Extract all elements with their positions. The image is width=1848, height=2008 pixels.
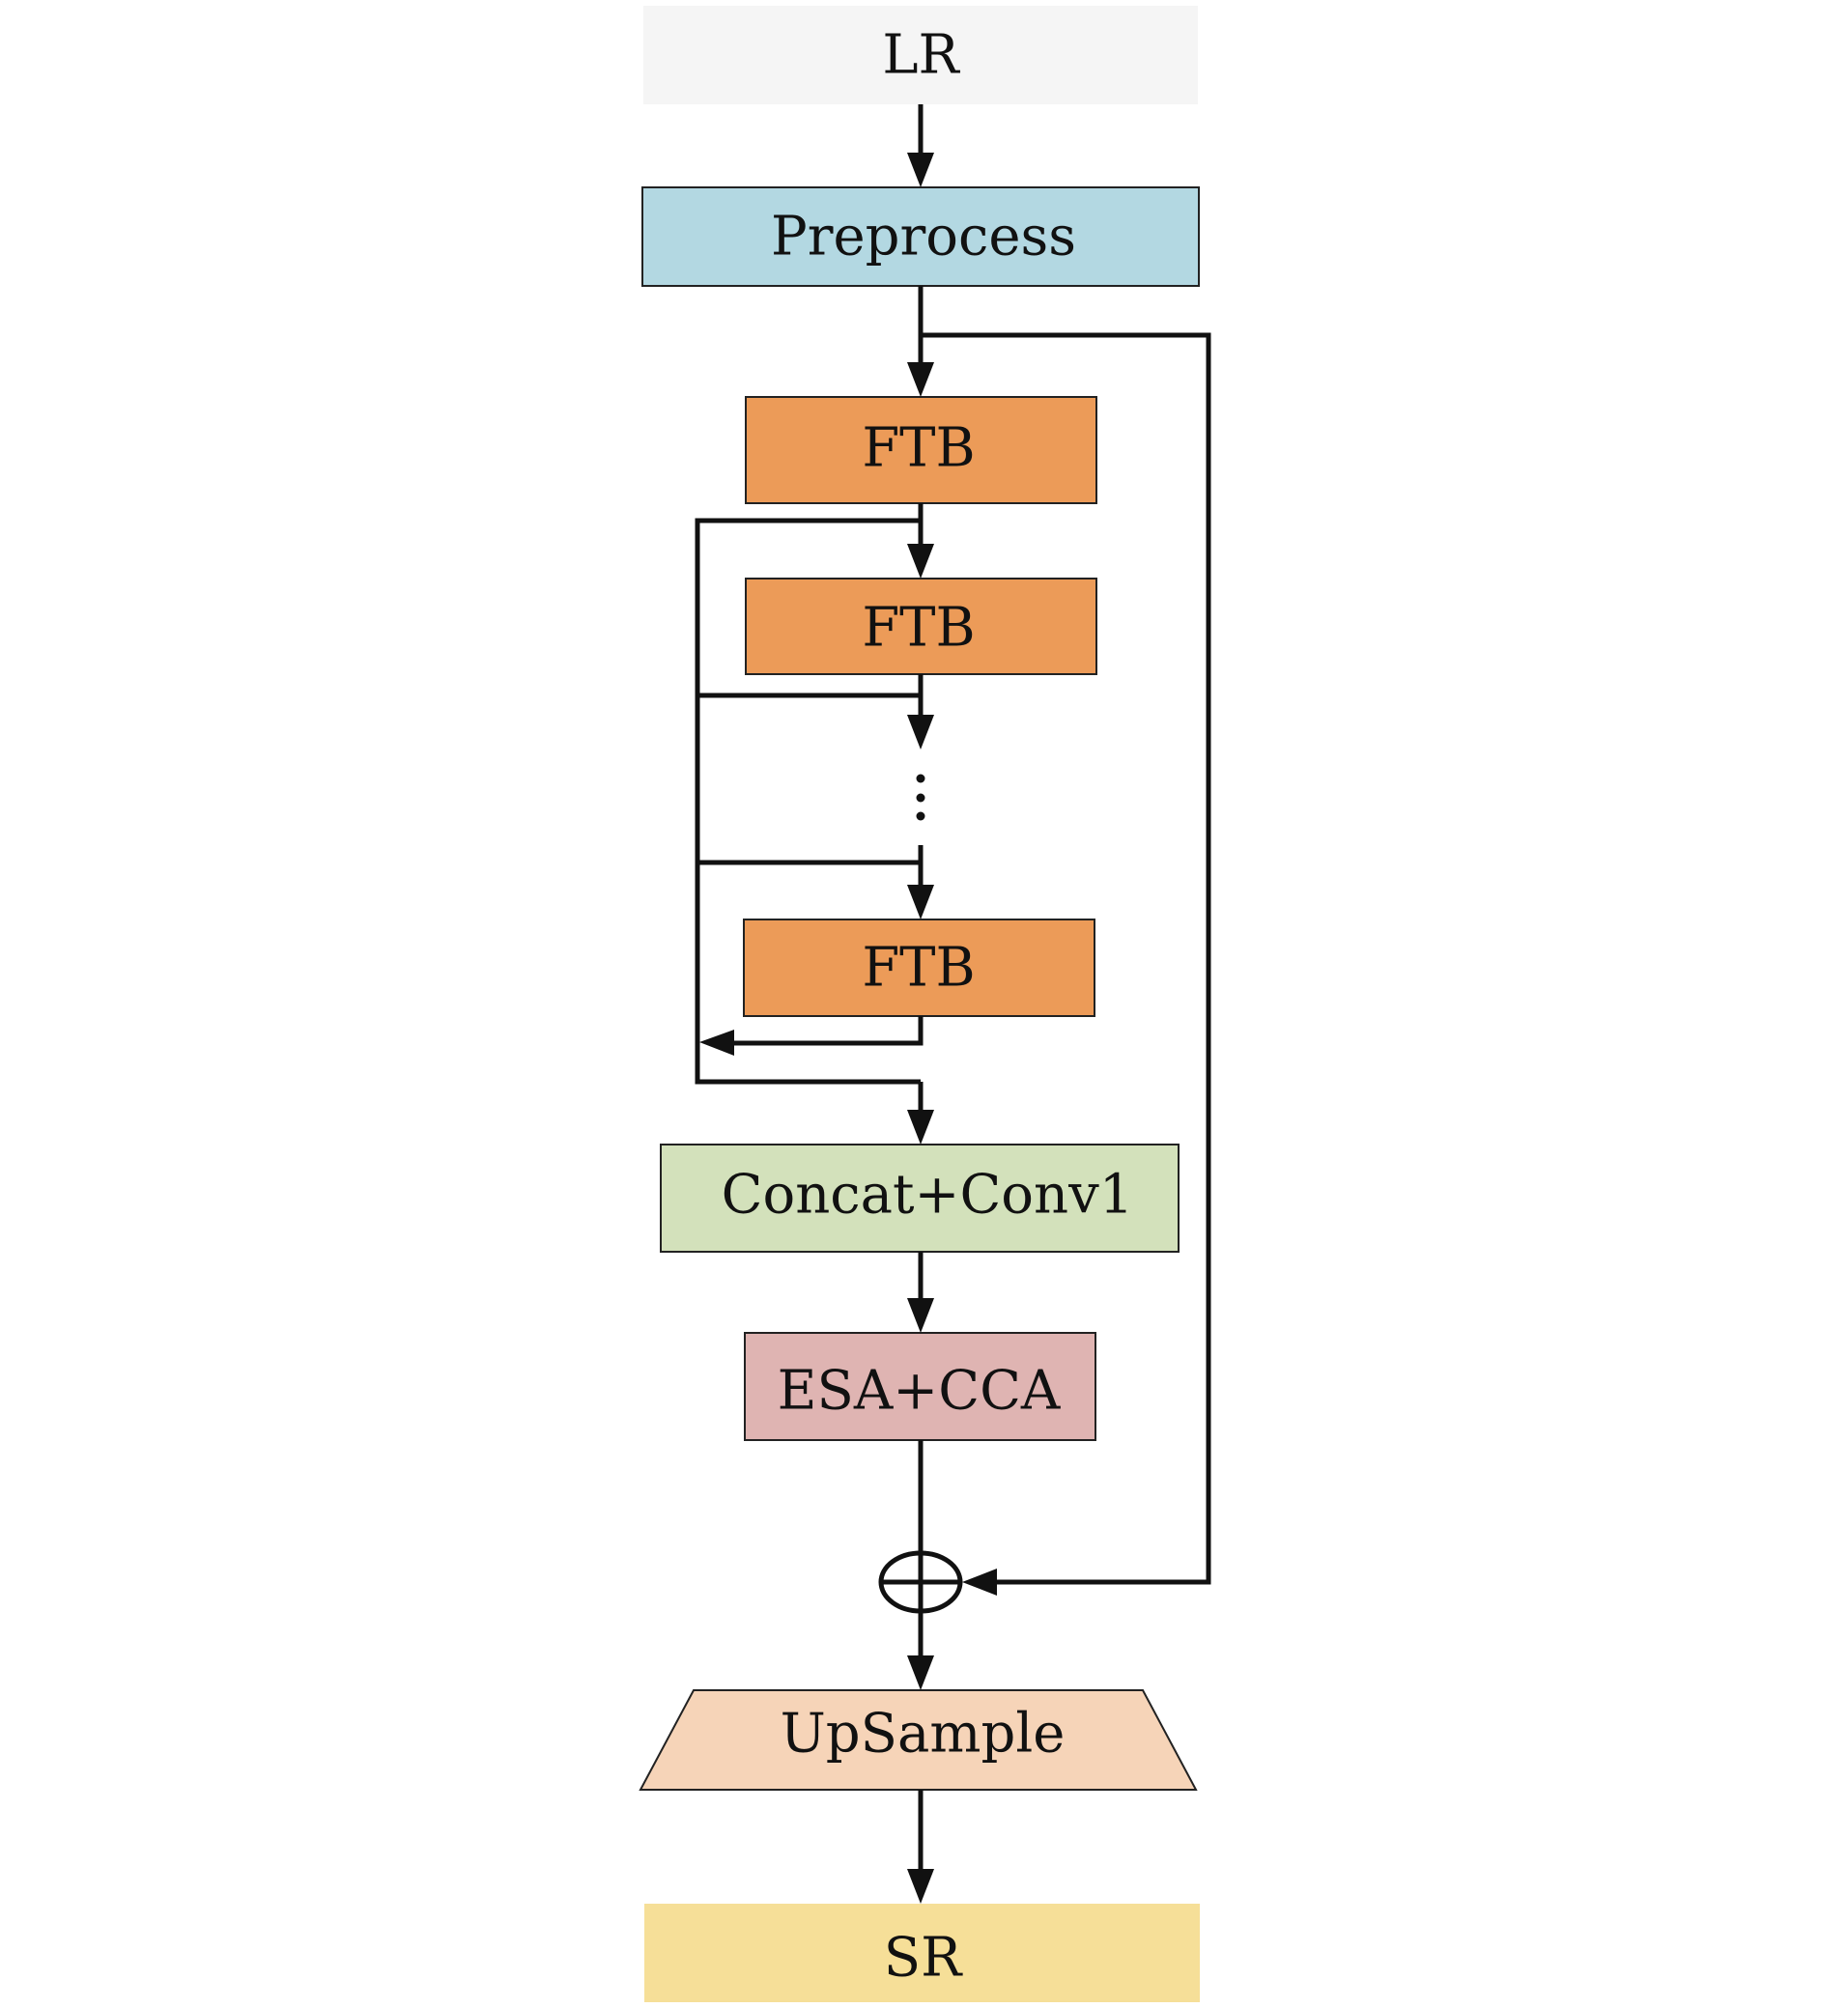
add-operator: [878, 1550, 963, 1614]
node-ftb-n: FTB: [743, 919, 1095, 1017]
sr-box: [644, 1904, 1200, 2002]
arrowhead-concat: [907, 1110, 934, 1145]
preprocess-label: Preprocess: [771, 206, 1076, 269]
arrowhead-ftb2: [907, 544, 934, 579]
arrowhead-upsample: [907, 1655, 934, 1690]
edge-global-skip: [921, 332, 1211, 1585]
concat-conv-label: Concat+Conv1: [722, 1164, 1134, 1227]
arrowhead-ftb1: [907, 362, 934, 397]
ftb-2-box: [745, 578, 1097, 675]
arrowhead-bus: [699, 1030, 734, 1056]
ftb-1-label: FTB: [862, 417, 975, 480]
node-sr: SR: [644, 1904, 1200, 2002]
arrowhead-ftbn: [907, 885, 934, 919]
arrowhead-add-skip: [962, 1569, 997, 1596]
node-ftb-2: FTB: [745, 578, 1097, 675]
arrowhead-esa: [907, 1298, 934, 1333]
node-ftb-1: FTB: [745, 396, 1097, 504]
esa-cca-label: ESA+CCA: [778, 1360, 1061, 1423]
arrowhead-preprocess: [907, 153, 934, 187]
ftb-n-label: FTB: [862, 937, 975, 1000]
ellipsis-dot-1: [916, 774, 925, 783]
lr-box: [643, 6, 1198, 104]
ellipsis-dot-3: [916, 811, 925, 821]
sr-label: SR: [884, 1927, 963, 1990]
arrowhead-sr: [907, 1869, 934, 1904]
ftb-2-label: FTB: [862, 597, 975, 660]
node-lr: LR: [643, 6, 1198, 104]
node-esa-cca: ESA+CCA: [744, 1332, 1096, 1441]
node-upsample: UpSample: [639, 1689, 1198, 1791]
edge-ftbn-bus: [726, 1016, 924, 1046]
lr-label: LR: [882, 24, 960, 87]
upsample-label: UpSample: [781, 1703, 1066, 1766]
upsample-trapezoid: [639, 1689, 1198, 1791]
node-concat-conv: Concat+Conv1: [660, 1144, 1180, 1253]
node-preprocess: Preprocess: [641, 186, 1200, 287]
arrowhead-ellipsis: [907, 715, 934, 749]
concat-bus: [695, 518, 921, 1085]
ellipsis-dot-2: [916, 793, 925, 803]
ftb-1-box: [745, 396, 1097, 504]
preprocess-box: [641, 186, 1200, 287]
